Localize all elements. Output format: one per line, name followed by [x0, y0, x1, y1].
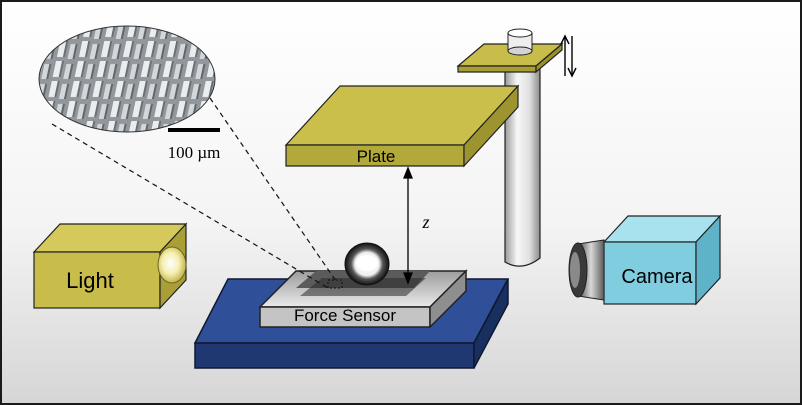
plate [284, 84, 520, 168]
light-source [32, 222, 188, 310]
zoom-region-marker [327, 279, 343, 289]
camera-label: Camera [621, 266, 693, 288]
light-label: Light [66, 268, 114, 293]
camera [568, 214, 722, 306]
scale-bar [168, 128, 220, 132]
adjustment-knob [507, 28, 533, 56]
z-distance-arrow [403, 166, 413, 285]
z-label: z [421, 212, 429, 232]
plate-label: Plate [357, 147, 396, 166]
sem-inset [38, 25, 216, 133]
camera-lens [568, 239, 605, 301]
cantilever-arm [456, 42, 564, 74]
force-sensor [258, 269, 468, 329]
light-bulb [157, 246, 187, 284]
vertical-motion-arrows [560, 34, 577, 78]
zoom-line-right [209, 97, 337, 282]
force-sensor-label: Force Sensor [294, 306, 396, 325]
droplet [344, 242, 390, 286]
scale-bar-label: 100 µm [168, 143, 221, 162]
